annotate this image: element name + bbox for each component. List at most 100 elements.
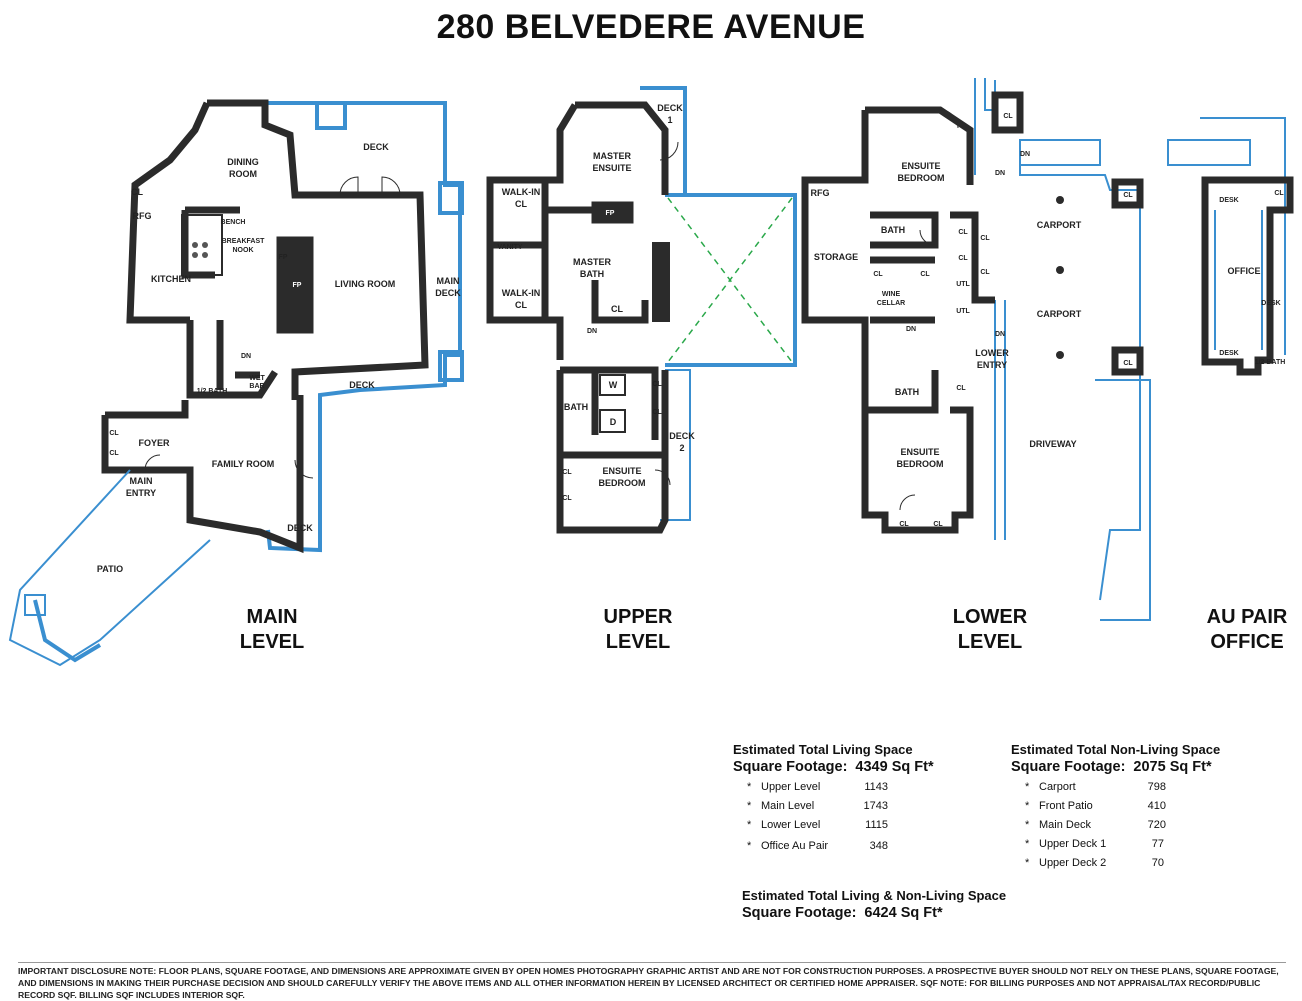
- vanity-label: VANITY: [497, 244, 522, 251]
- living-space-heading: Estimated Total Living Space: [733, 742, 913, 757]
- foyer-label: FOYER: [138, 438, 170, 448]
- deck-label: DECK: [363, 142, 389, 152]
- closet-label: CL: [958, 229, 968, 236]
- closet-11-label: CL: [1123, 192, 1133, 199]
- closet-4-label: CL: [562, 469, 572, 476]
- bench-label: BENCH: [221, 219, 246, 226]
- deck-mid-label: DECK: [349, 380, 375, 390]
- bath-label: BATH: [564, 402, 588, 412]
- closet-8-label: CL: [899, 521, 909, 528]
- living-room-label: LIVING ROOM: [335, 279, 396, 289]
- closet-label: CL: [1274, 190, 1284, 197]
- fireplace-label: FP: [606, 210, 615, 217]
- dryer-label: D: [610, 417, 617, 427]
- stairs-down-2-label: DN: [995, 331, 1005, 338]
- closet-7-label: CL: [956, 385, 966, 392]
- living-space-total: Square Footage:4349 Sq Ft*: [733, 759, 934, 775]
- stairs-down-label: DN: [241, 353, 251, 360]
- closet-label: CL: [131, 187, 143, 197]
- combined-space-summary: Estimated Total Living & Non-Living Spac…: [742, 888, 1042, 921]
- rfg-label: RFG: [133, 211, 152, 221]
- stairs-down-3-label: DN: [995, 170, 1005, 177]
- stairs-down-label: DN: [906, 326, 916, 333]
- living-space-summary: Estimated Total Living Space Square Foot…: [733, 742, 973, 859]
- closet-5-label: CL: [873, 271, 883, 278]
- closet-5-label: CL: [562, 495, 572, 502]
- desk-3-label: DESK: [1219, 350, 1238, 357]
- non-living-space-summary: Estimated Total Non-Living Space Square …: [1011, 742, 1271, 876]
- disclosure-note: IMPORTANT DISCLOSURE NOTE: FLOOR PLANS, …: [18, 962, 1286, 1001]
- closet-3-label: CL: [652, 409, 662, 416]
- fireplace-label: FP: [279, 254, 288, 261]
- stairs-down-4-label: DN: [1020, 151, 1030, 158]
- stairs-down-label: DN: [587, 328, 597, 335]
- foyer-closet-2-label: CL: [109, 450, 119, 457]
- family-room-label: FAMILY ROOM: [212, 459, 275, 469]
- closet-4-label: CL: [980, 269, 990, 276]
- carport-2-label: CARPORT: [1037, 309, 1082, 319]
- storage-label: STORAGE: [814, 252, 858, 262]
- half-bath-label: 1/2 BATH: [1255, 359, 1286, 366]
- desk-2-label: DESK: [1261, 300, 1280, 307]
- closet-9-label: CL: [933, 521, 943, 528]
- closet-6-label: CL: [920, 271, 930, 278]
- closet-3-label: CL: [958, 255, 968, 262]
- bath-label: BATH: [881, 225, 905, 235]
- patio-label: PATIO: [97, 564, 123, 574]
- bath-2-label: BATH: [895, 387, 919, 397]
- desk-label: DESK: [1219, 197, 1238, 204]
- combined-space-total: Square Footage:6424 Sq Ft*: [742, 905, 943, 921]
- utility-2-label: UTL: [956, 308, 970, 315]
- utility-label: UTL: [956, 281, 970, 288]
- combined-space-heading: Estimated Total Living & Non-Living Spac…: [742, 888, 1007, 903]
- closet-10-label: CL: [1003, 113, 1013, 120]
- page-title: 280 BELVEDERE AVENUE: [436, 8, 866, 46]
- closet-12-label: CL: [1123, 360, 1133, 367]
- kitchen-label: KITCHEN: [151, 274, 191, 284]
- non-living-space-total: Square Footage:2075 Sq Ft*: [1011, 759, 1212, 775]
- rfg-label: RFG: [811, 188, 830, 198]
- carport-label: CARPORT: [1037, 220, 1082, 230]
- driveway-label: DRIVEWAY: [1029, 439, 1076, 449]
- closet-label: CL: [611, 304, 623, 314]
- office-label: OFFICE: [1228, 266, 1261, 276]
- closet-2-label: CL: [652, 381, 662, 388]
- deck-bottom-label: DECK: [287, 523, 313, 533]
- au-pair-office-plan: CL DESK OFFICE DESK DESK 1/2 BATH: [1167, 117, 1294, 376]
- non-living-space-heading: Estimated Total Non-Living Space: [1011, 742, 1221, 757]
- washer-label: W: [609, 380, 618, 390]
